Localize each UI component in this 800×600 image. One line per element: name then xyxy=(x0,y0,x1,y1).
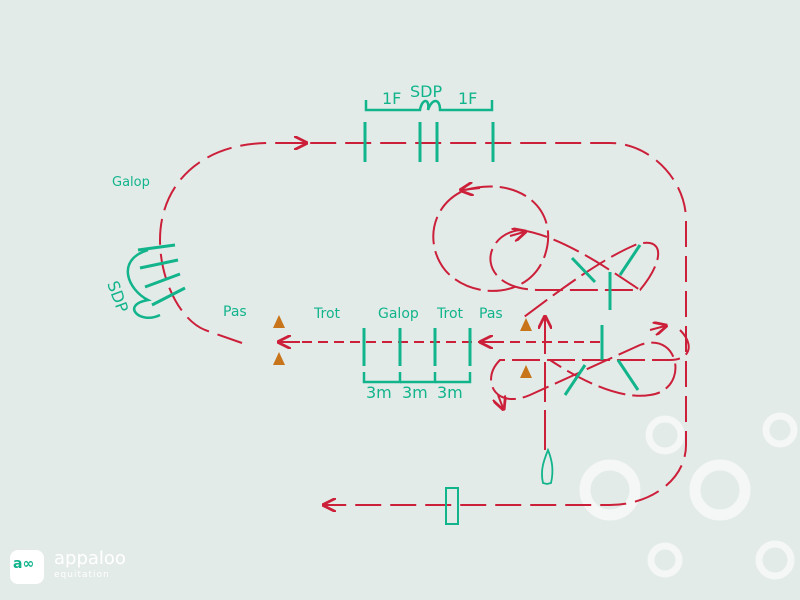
poles xyxy=(137,122,642,525)
label-trot-mid: Trot xyxy=(436,306,464,322)
distance-brackets xyxy=(126,99,494,384)
label-dist-1: 3m xyxy=(366,383,392,402)
label-galop-top: Galop xyxy=(112,175,150,190)
cone-4 xyxy=(520,365,532,378)
horse-icon xyxy=(541,447,554,485)
watermark-rings xyxy=(579,412,798,580)
label-pas-left: Pas xyxy=(223,304,247,320)
label-galop-mid: Galop xyxy=(378,306,419,322)
label-dist-3: 3m xyxy=(437,383,463,402)
logo-glyph: a∞ xyxy=(13,556,35,572)
cones xyxy=(273,315,532,378)
main-track xyxy=(158,142,687,506)
label-dist-2: 3m xyxy=(402,383,428,402)
label-1f-right: 1F xyxy=(458,89,477,108)
loops xyxy=(432,185,690,401)
arrow-loop-2 xyxy=(509,232,524,236)
cone-1 xyxy=(273,315,285,328)
label-trot-left: Trot xyxy=(313,306,341,322)
label-1f-left: 1F xyxy=(382,89,401,108)
arrow-loop-3 xyxy=(498,394,503,408)
label-pas-right: Pas xyxy=(479,306,503,322)
arrow-loop-1 xyxy=(462,188,481,190)
cone-2 xyxy=(273,352,285,365)
brand-logo: a∞ xyxy=(10,550,44,584)
cone-3 xyxy=(520,318,532,331)
arrow-loop-4 xyxy=(649,326,665,330)
label-sdp-top: SDP xyxy=(410,82,442,101)
brand-name: appaloo xyxy=(54,548,126,569)
brand-subtitle: equitation xyxy=(54,570,110,580)
label-sdp-left: SDP xyxy=(103,278,132,315)
